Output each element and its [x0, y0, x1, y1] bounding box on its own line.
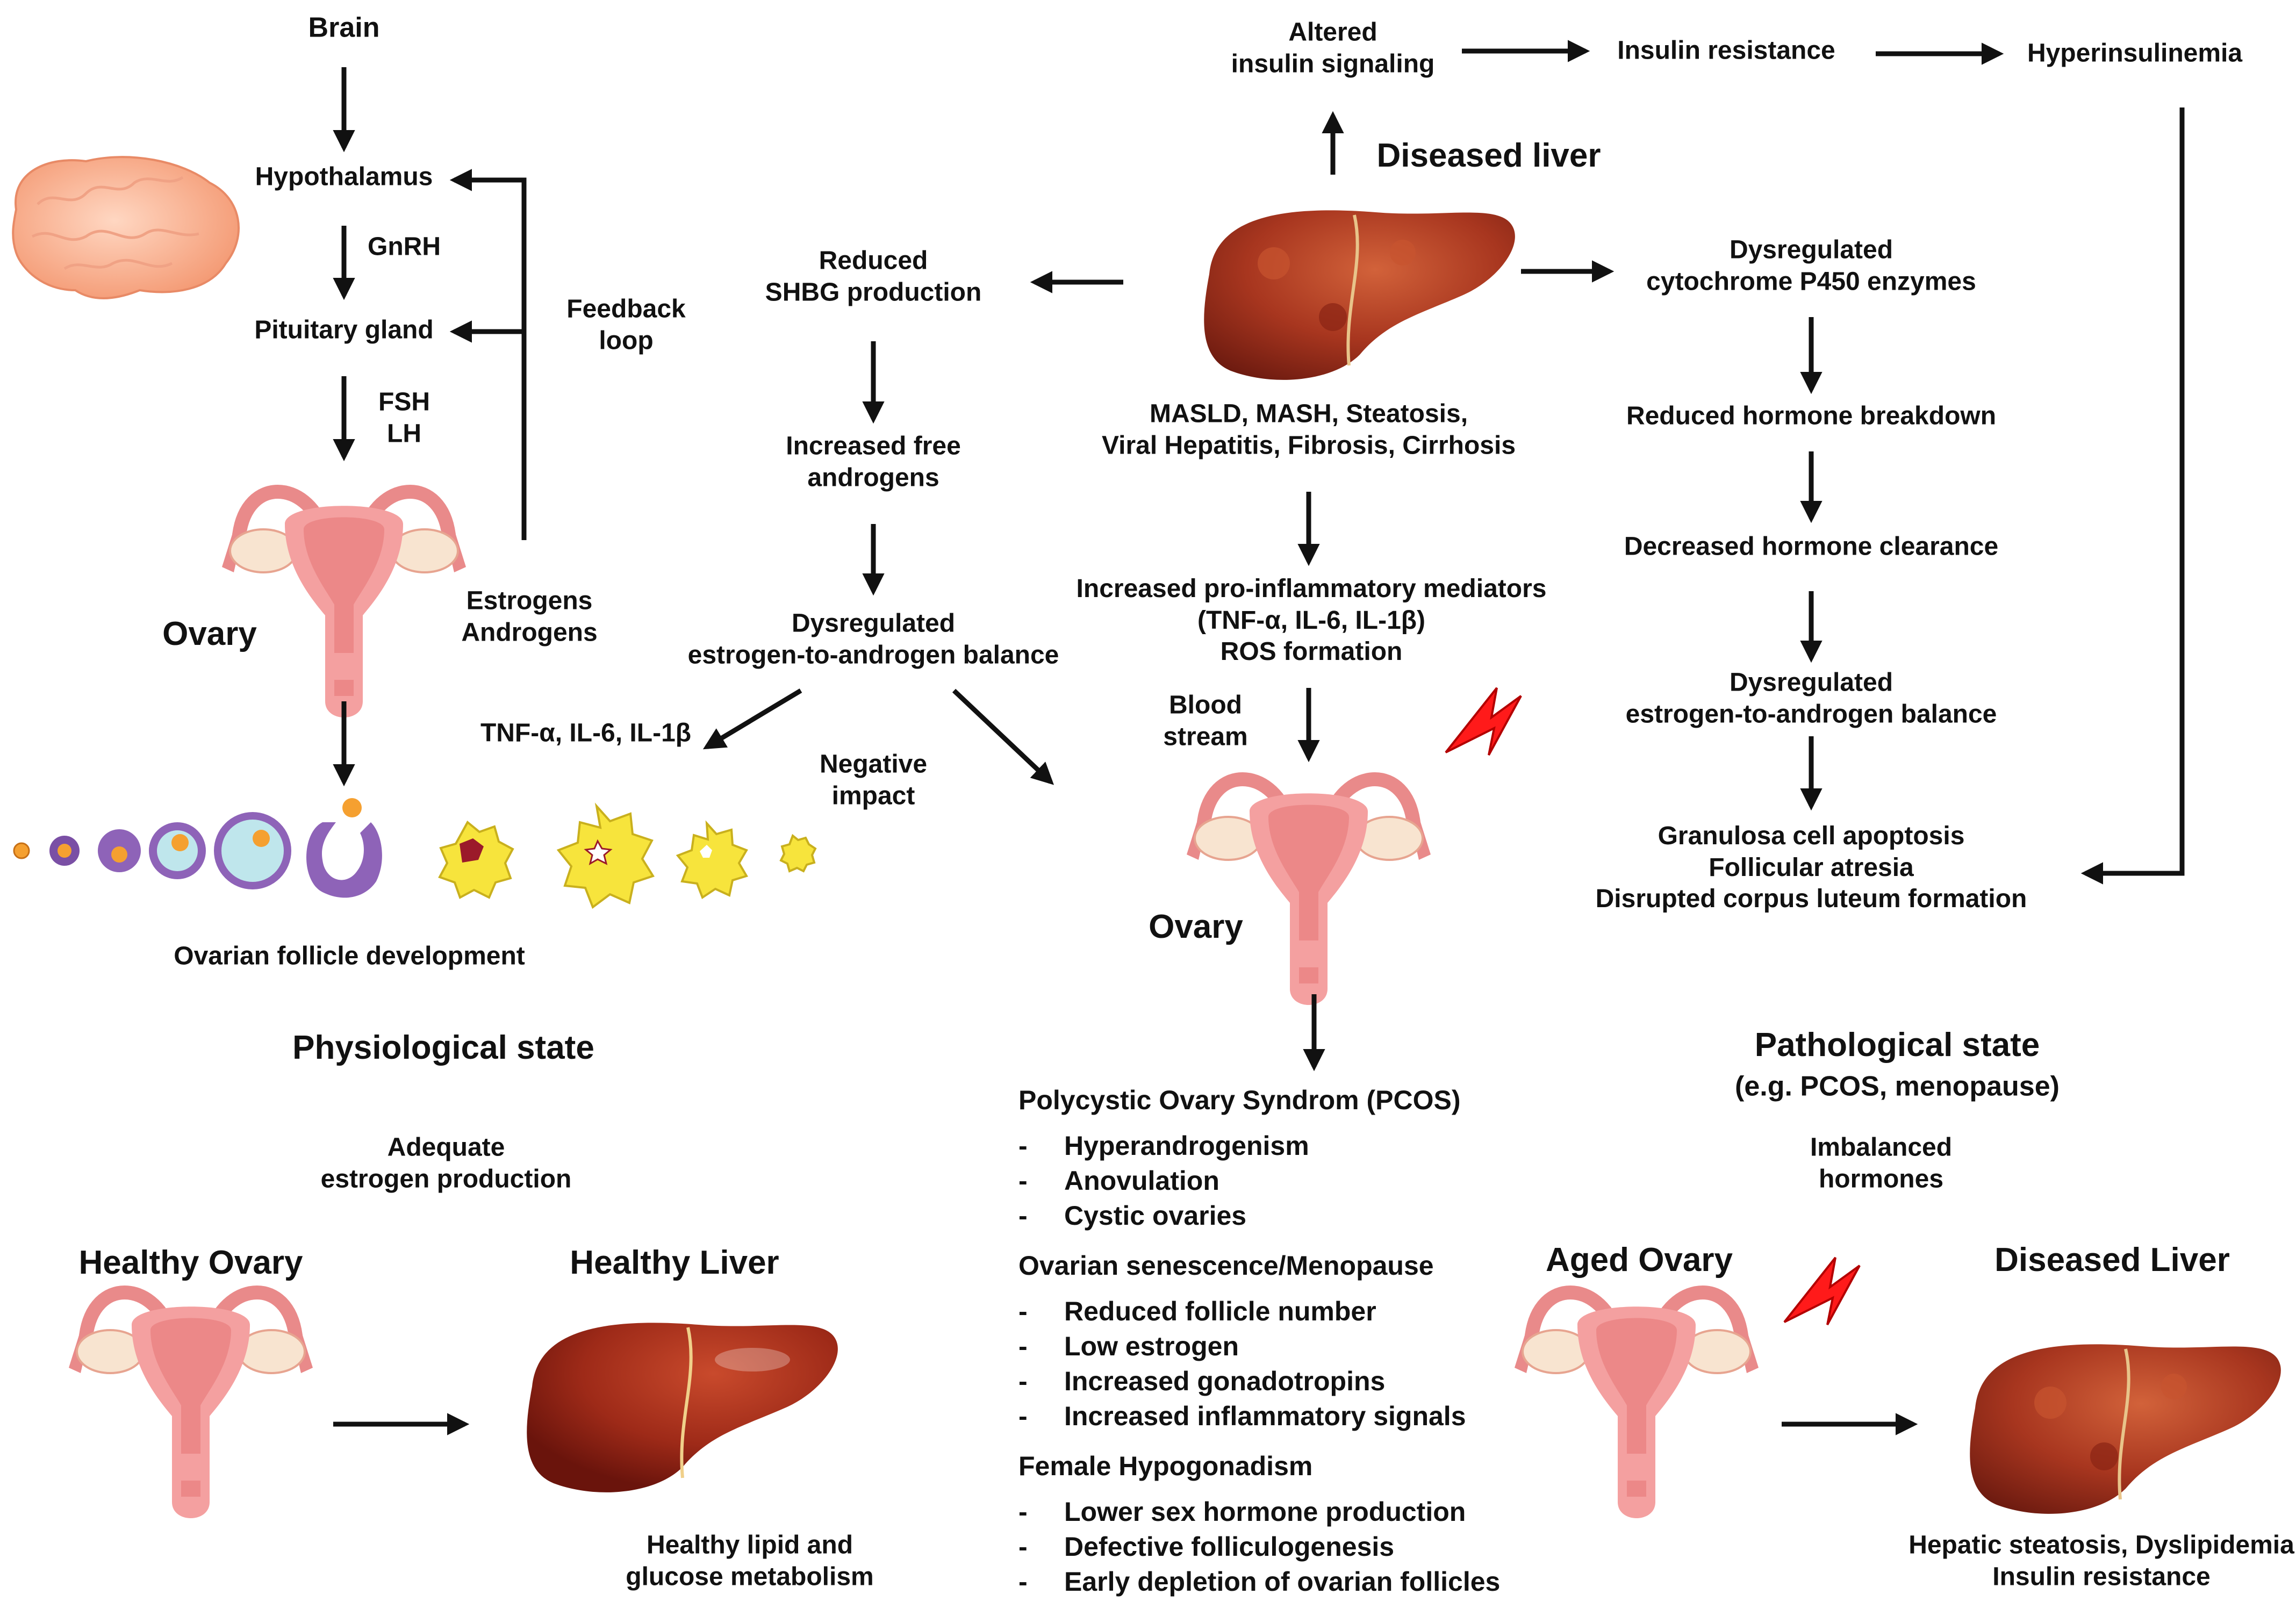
- label-insulin-resistance: Insulin resistance: [1617, 36, 1835, 65]
- label-cytokines: TNF-α, IL-6, IL-1β: [480, 719, 692, 748]
- condition-group-pcos: Polycystic Ovary Syndrom (PCOS) -Hyperan…: [1018, 1083, 1500, 1233]
- ovary-illustration-aged: [1515, 1292, 1759, 1518]
- label-ovary-pathway: Ovary: [1149, 908, 1243, 946]
- label-physiological-state: Physiological state: [292, 1029, 594, 1067]
- condition-item: -Hyperandrogenism: [1018, 1131, 1309, 1161]
- label-aged-ovary: Aged Ovary: [1545, 1241, 1733, 1279]
- healthy-liver-illustration: [527, 1323, 838, 1492]
- condition-item: -Defective folliculogenesis: [1018, 1532, 1395, 1562]
- condition-item: -Cystic ovaries: [1018, 1201, 1247, 1231]
- condition-heading: Female Hypogonadism: [1018, 1451, 1313, 1481]
- conditions-list: Polycystic Ovary Syndrom (PCOS) -Hyperan…: [1018, 1083, 1500, 1599]
- label-decreased-clearance: Decreased hormone clearance: [1624, 532, 1999, 561]
- condition-heading: Ovarian senescence/Menopause: [1018, 1251, 1434, 1281]
- label-diseased-liver: Diseased liver: [1376, 137, 1601, 175]
- label-pituitary: Pituitary gland: [254, 315, 434, 344]
- label-pathological-state: Pathological state: [1754, 1026, 2040, 1064]
- condition-item: -Low estrogen: [1018, 1331, 1239, 1361]
- label-reduced-breakdown: Reduced hormone breakdown: [1626, 401, 1997, 430]
- condition-group-hypogonadism: Female Hypogonadism -Lower sex hormone p…: [1018, 1449, 1500, 1599]
- condition-item: -Increased gonadotropins: [1018, 1366, 1386, 1396]
- follicle-development-row: [13, 798, 817, 909]
- condition-item: -Anovulation: [1018, 1166, 1219, 1196]
- diseased-liver-illustration-bottom: [1970, 1344, 2281, 1514]
- condition-item: -Early depletion of ovarian follicles: [1018, 1567, 1501, 1597]
- condition-item: -Lower sex hormone production: [1018, 1497, 1466, 1527]
- label-liver-conditions: MASLD, MASH, Steatosis,Viral Hepatitis, …: [1101, 399, 1516, 459]
- lightning-bolts: [1445, 687, 1861, 1325]
- condition-group-menopause: Ovarian senescence/Menopause -Reduced fo…: [1018, 1248, 1500, 1434]
- label-healthy-ovary: Healthy Ovary: [78, 1244, 303, 1282]
- label-follicle-development: Ovarian follicle development: [174, 942, 525, 971]
- ovary-illustration-physiological: [222, 492, 466, 717]
- label-hyperinsulinemia: Hyperinsulinemia: [2027, 39, 2243, 68]
- label-inflammatory-mediators: Increased pro-inflammatory mediators(TNF…: [1076, 574, 1547, 666]
- connectors: [333, 40, 2185, 1435]
- condition-item: -Reduced follicle number: [1018, 1296, 1376, 1326]
- diseased-liver-illustration-top: [1204, 210, 1515, 380]
- brain-illustration: [12, 156, 240, 299]
- label-ovary-physiological: Ovary: [162, 615, 257, 653]
- label-hypothalamus: Hypothalamus: [255, 162, 433, 191]
- condition-heading: Polycystic Ovary Syndrom (PCOS): [1018, 1085, 1461, 1115]
- condition-item: -Increased inflammatory signals: [1018, 1401, 1466, 1431]
- label-pathological-examples: (e.g. PCOS, menopause): [1735, 1071, 2060, 1102]
- label-gnrh: GnRH: [368, 232, 441, 261]
- label-brain: Brain: [308, 12, 380, 44]
- label-healthy-liver: Healthy Liver: [570, 1244, 779, 1282]
- label-diseased-liver-bottom: Diseased Liver: [1994, 1241, 2230, 1279]
- ovary-illustration-healthy: [69, 1292, 313, 1518]
- ovary-illustration-pathway: [1187, 779, 1431, 1005]
